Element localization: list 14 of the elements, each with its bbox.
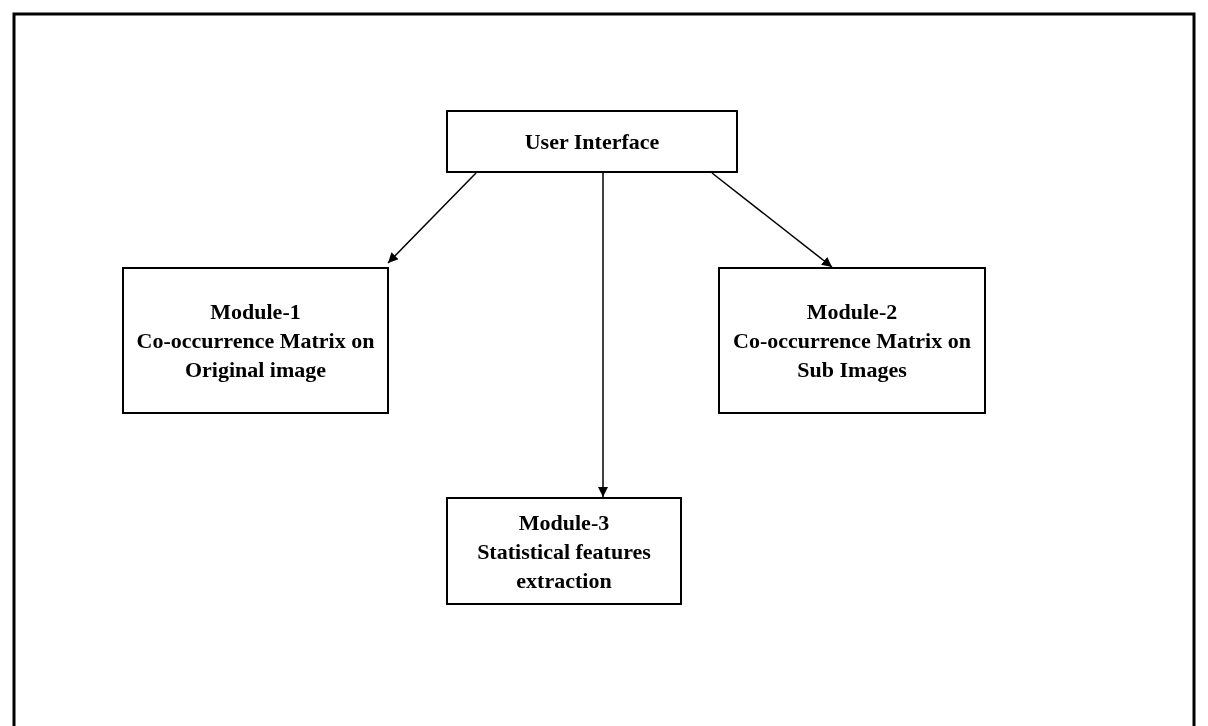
module-title: Module-1 bbox=[210, 298, 301, 326]
module-title: Module-3 bbox=[518, 508, 610, 537]
arrow bbox=[387, 172, 477, 264]
module-box bbox=[446, 497, 682, 605]
module-title: Module-2 bbox=[806, 298, 898, 326]
box-label: Co-occurrence Matrix on Original image bbox=[135, 327, 376, 384]
arrow bbox=[711, 172, 833, 268]
box-label: Statistical features extraction bbox=[476, 537, 652, 595]
box-label: User Interface bbox=[524, 128, 660, 156]
process-box bbox=[446, 110, 738, 173]
module-box bbox=[718, 267, 986, 414]
arrow bbox=[598, 172, 608, 498]
box-label: Co-occurrence Matrix on Sub Images bbox=[732, 327, 972, 384]
module-box bbox=[122, 267, 389, 414]
